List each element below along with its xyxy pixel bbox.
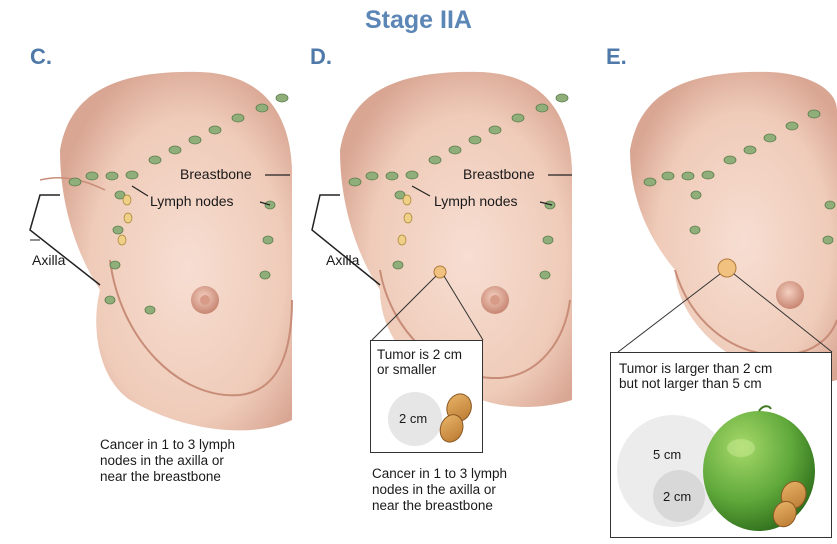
panel-d-caption-line: nodes in the axilla or	[372, 482, 507, 498]
panel-d-tumor-callout: Tumor is 2 cm or smaller 2 cm	[370, 340, 483, 453]
panel-d-caption-line: near the breastbone	[372, 498, 507, 514]
panel-e-5cm-label: 5 cm	[653, 447, 681, 462]
panel-c-caption: Cancer in 1 to 3 lymph nodes in the axil…	[100, 437, 235, 485]
panel-d-2cm-label: 2 cm	[399, 411, 427, 426]
panel-c-axilla-label: Axilla	[32, 252, 65, 268]
panel-c-caption-line: nodes in the axilla or	[100, 453, 235, 469]
panel-d-axilla-label: Axilla	[326, 252, 359, 268]
panel-e-nipple	[776, 281, 804, 309]
panel-d-lymph-nodes-label: Lymph nodes	[434, 193, 518, 209]
panel-e-illustration	[618, 72, 837, 384]
panel-c-breastbone-label: Breastbone	[180, 166, 252, 182]
panel-d-size-graphic	[371, 341, 484, 454]
panel-c-caption-line: near the breastbone	[100, 469, 235, 485]
panel-e-2cm-label: 2 cm	[663, 489, 691, 504]
panel-c-caption-line: Cancer in 1 to 3 lymph	[100, 437, 235, 453]
panel-c-lymph-nodes-label: Lymph nodes	[150, 193, 234, 209]
lime-icon	[703, 406, 815, 531]
panel-c-illustration	[30, 72, 292, 431]
panel-e-torso	[630, 72, 837, 384]
panel-d-breastbone-label: Breastbone	[463, 166, 535, 182]
panel-e-tumor-callout: Tumor is larger than 2 cm but not larger…	[610, 352, 832, 538]
panel-d-caption: Cancer in 1 to 3 lymph nodes in the axil…	[372, 466, 507, 514]
panel-e-tumor	[718, 259, 736, 277]
panel-d-caption-line: Cancer in 1 to 3 lymph	[372, 466, 507, 482]
panel-e-size-graphic	[611, 353, 833, 539]
